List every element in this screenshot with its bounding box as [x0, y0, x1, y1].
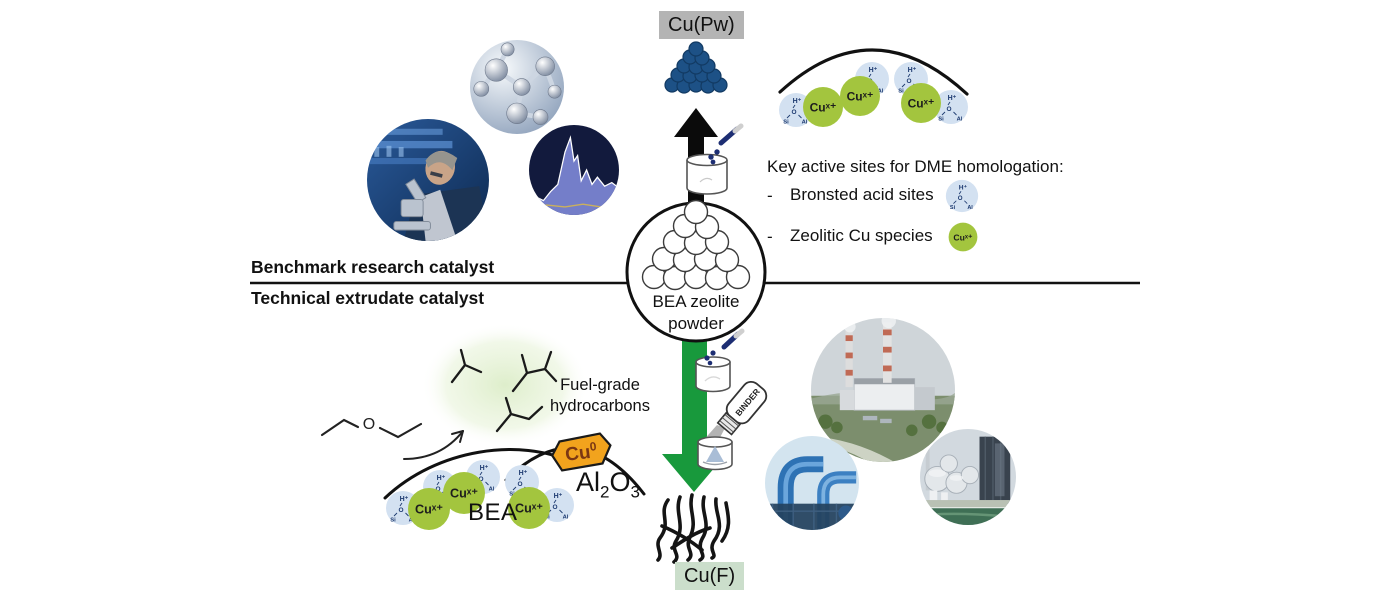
cu-site-icon: Cuˣ⁺	[508, 487, 550, 529]
al2o3-label: Al2O3	[576, 467, 640, 502]
svg-text:H⁺: H⁺	[869, 67, 878, 74]
dme-molecule-icon	[320, 418, 423, 439]
svg-text:Si: Si	[950, 205, 956, 211]
benchmark-catalyst-label: Benchmark research catalyst	[251, 257, 495, 277]
svg-text:H⁺: H⁺	[400, 496, 409, 503]
cu-pw-label: Cu(Pw)	[659, 11, 744, 39]
svg-text:H⁺: H⁺	[948, 95, 957, 102]
svg-text:H⁺: H⁺	[519, 470, 528, 477]
cu-site-icon: Cuˣ⁺	[948, 222, 978, 252]
cu-site-icon: Cuˣ⁺	[408, 488, 450, 530]
zeolite-surface-arc	[778, 48, 969, 96]
svg-text:H⁺: H⁺	[959, 184, 968, 191]
active-site-clusters: H⁺ O Si Al H⁺ O Si Al H⁺ O	[386, 62, 979, 530]
bronsted-acid-sites-label: Bronsted acid sites	[790, 185, 934, 204]
svg-text:Si: Si	[938, 117, 944, 123]
cu-f-label: Cu(F)	[675, 562, 745, 590]
svg-text:Al: Al	[957, 117, 963, 123]
cu0-badge-label: Cu0	[564, 439, 599, 466]
bullet1-dash: -	[767, 186, 773, 205]
zeolitic-cu-species-label: Zeolitic Cu species	[790, 226, 933, 245]
svg-text:H⁺: H⁺	[908, 67, 917, 74]
crucible-binder-icon	[697, 436, 733, 471]
svg-text:Cuˣ⁺: Cuˣ⁺	[515, 502, 543, 516]
bronsted-site-icon: H⁺ O Si Al	[934, 90, 968, 124]
cu-site-icon: Cuˣ⁺	[901, 83, 941, 123]
technical-catalyst-label: Technical extrudate catalyst	[251, 288, 485, 308]
fuel-line1: Fuel-grade	[560, 376, 640, 394]
photo-chem-plant	[920, 429, 1016, 525]
cu0-badge: Cu0	[550, 432, 612, 472]
svg-text:O: O	[906, 78, 911, 85]
fuel-grade-hydrocarbons-label: Fuel-grade hydrocarbons	[532, 375, 668, 418]
key-sites-title: Key active sites for DME homologation:	[767, 157, 1064, 176]
svg-text:O: O	[552, 504, 557, 511]
svg-text:Al: Al	[563, 515, 569, 521]
svg-text:O: O	[946, 106, 951, 113]
svg-text:Al: Al	[878, 89, 884, 95]
cu-site-icon: Cuˣ⁺	[443, 472, 485, 514]
svg-text:Cuˣ⁺: Cuˣ⁺	[847, 90, 874, 104]
photo-pipes	[765, 436, 859, 530]
reaction-arrow	[403, 430, 464, 460]
svg-text:H⁺: H⁺	[793, 98, 802, 105]
cu-site-icon: Cuˣ⁺	[803, 87, 843, 127]
svg-text:Si: Si	[509, 492, 515, 498]
bronsted-site-icon: H⁺ O Si Al	[945, 179, 979, 213]
bea-zeolite-circle	[625, 199, 767, 343]
crucible-dropper-icon-middle	[695, 328, 745, 393]
svg-text:Si: Si	[390, 518, 396, 524]
photo-scientist	[367, 119, 489, 241]
svg-text:O: O	[791, 109, 796, 116]
svg-text:Cuˣ⁺: Cuˣ⁺	[810, 101, 837, 115]
fuel-line2: hydrocarbons	[550, 397, 650, 416]
svg-text:O: O	[398, 507, 403, 514]
bea-support-label: BEA	[468, 499, 518, 526]
photo-spectrum	[529, 125, 619, 215]
svg-text:Al: Al	[489, 487, 495, 493]
svg-text:Al: Al	[967, 205, 973, 211]
extrudates-icon	[656, 493, 731, 564]
svg-text:Si: Si	[898, 89, 904, 95]
bea-zeolite-powder-label: BEA zeolite powder	[626, 291, 766, 335]
svg-text:O: O	[478, 476, 483, 483]
svg-text:O: O	[958, 195, 963, 202]
al2o3-el1: Al	[576, 467, 601, 497]
bea-zeolite-powder-line2: powder	[668, 314, 724, 334]
svg-text:Al: Al	[802, 120, 808, 126]
svg-text:H⁺: H⁺	[437, 475, 446, 482]
bullet2-dash: -	[767, 227, 773, 246]
svg-text:H⁺: H⁺	[480, 465, 489, 472]
svg-text:Cuˣ⁺: Cuˣ⁺	[415, 503, 443, 517]
svg-text:O: O	[517, 481, 522, 488]
al2o3-el2: O	[609, 467, 631, 497]
svg-text:Cuˣ⁺: Cuˣ⁺	[450, 487, 478, 501]
hydrocarbon-molecules-icon	[450, 348, 558, 433]
cu-site-icon: Cuˣ⁺	[840, 76, 880, 116]
photo-molecule	[470, 40, 564, 134]
al2o3-sub1: 2	[600, 482, 610, 502]
svg-text:Cuˣ⁺: Cuˣ⁺	[953, 232, 973, 242]
bea-zeolite-powder-line1: BEA zeolite	[652, 292, 740, 311]
svg-text:H⁺: H⁺	[554, 493, 563, 500]
svg-text:Cuˣ⁺: Cuˣ⁺	[908, 97, 935, 111]
crucible-dropper-icon-top	[686, 123, 744, 195]
svg-text:Si: Si	[783, 120, 789, 126]
cu-powder-pile-icon	[664, 41, 728, 94]
dme-oxygen-label: O	[363, 416, 375, 433]
al2o3-sub2: 3	[630, 482, 640, 502]
svg-text:O: O	[435, 486, 440, 493]
